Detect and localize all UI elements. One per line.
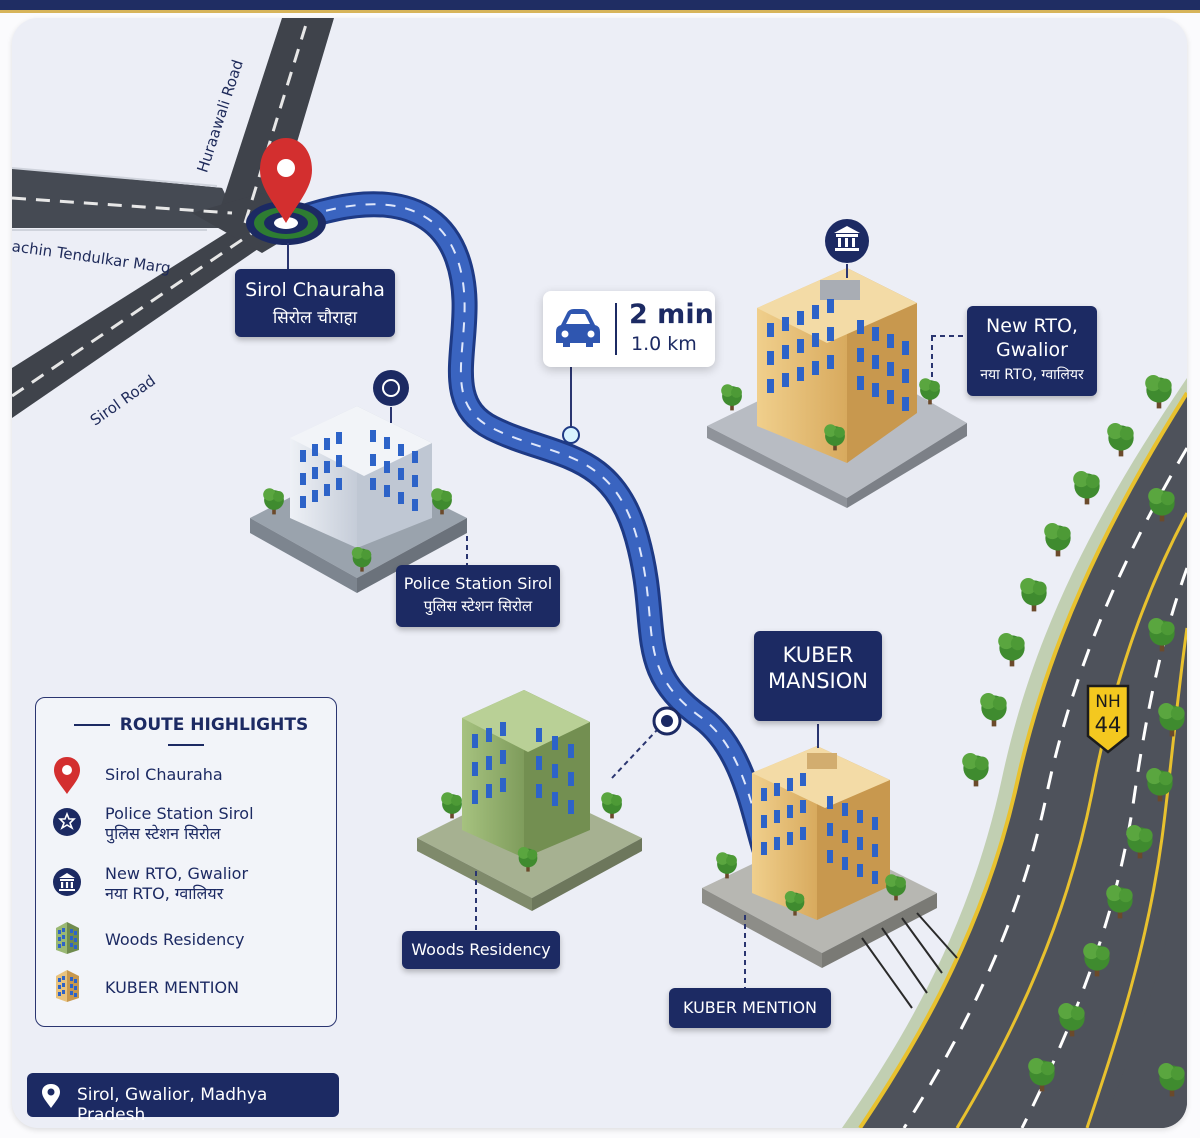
legend-item-sirol-chauraha[interactable]: Sirol Chauraha [52, 756, 332, 800]
tree-icon [1083, 943, 1110, 977]
police-badge-icon [53, 808, 81, 836]
new-rto-building[interactable] [707, 219, 967, 508]
car-icon [556, 309, 600, 347]
label-sirol-chauraha-en: Sirol Chauraha [245, 279, 385, 301]
label-police-station[interactable]: Police Station Sirol पुलिस स्टेशन सिरोल [396, 565, 560, 627]
tree-icon [441, 792, 462, 819]
tree-icon [980, 693, 1007, 727]
map-canvas [12, 18, 1187, 1128]
address-text: Sirol, Gwalior, Madhya Pradesh [77, 1085, 268, 1125]
address-bar[interactable]: Sirol, Gwalior, Madhya Pradesh [27, 1073, 339, 1125]
location-pin-icon [42, 1084, 60, 1108]
tree-icon [1073, 471, 1100, 505]
route-highlights-legend: ROUTE HIGHLIGHTS Sirol Chauraha Police S… [35, 697, 337, 1027]
legend-item-police-station[interactable]: Police Station Sirol पुलिस स्टेशन सिरोल [52, 802, 332, 846]
tree-icon [784, 890, 805, 916]
label-police-station-hi: पुलिस स्टेशन सिरोल [423, 597, 533, 615]
route-line [275, 191, 777, 861]
highway-shield-icon [1086, 684, 1130, 754]
city-streets [12, 18, 334, 418]
tree-icon [351, 546, 372, 572]
label-kuber-mansion[interactable]: KUBER MANSION [754, 631, 882, 721]
legend-item-police-station-label: Police Station Sirol पुलिस स्टेशन सिरोल [105, 804, 254, 844]
tree-icon [919, 378, 940, 405]
eta-time: 2 min [629, 299, 714, 330]
tree-icon [1107, 423, 1134, 457]
police-station-building[interactable] [250, 370, 468, 593]
tree-icon [601, 792, 622, 819]
tree-icon [431, 488, 452, 515]
legend-item-new-rto[interactable]: New RTO, Gwalior नया RTO, ग्वालियर [52, 862, 332, 906]
tree-icon [1148, 618, 1175, 652]
label-new-rto-line1: New RTO, [986, 315, 1078, 337]
legend-item-kuber-mention-label: KUBER MENTION [105, 978, 239, 997]
tree-icon [1044, 523, 1071, 557]
label-police-station-en: Police Station Sirol [403, 574, 553, 593]
tan-building-icon [56, 970, 79, 1002]
label-kuber-mansion-line1: KUBER [782, 643, 854, 667]
legend-item-new-rto-line2: नया RTO, ग्वालियर [105, 884, 224, 903]
label-new-rto[interactable]: New RTO, Gwalior नया RTO, ग्वालियर [967, 306, 1097, 396]
tree-icon [885, 874, 906, 901]
legend-item-woods-residency[interactable]: Woods Residency [52, 918, 332, 962]
highway-nh44 [842, 378, 1187, 1128]
legend-item-kuber-mention[interactable]: KUBER MENTION [52, 966, 332, 1010]
label-woods-residency-en: Woods Residency [411, 940, 551, 959]
map-pin-icon [54, 757, 80, 794]
eta-card[interactable]: 2 min 1.0 km [543, 291, 715, 367]
tree-icon [721, 384, 742, 411]
label-kuber-mention[interactable]: KUBER MENTION [669, 988, 831, 1028]
eta-separator [615, 303, 617, 355]
label-woods-residency[interactable]: Woods Residency [402, 931, 560, 969]
tree-icon [1126, 825, 1153, 859]
sirol-chauraha-pin-icon[interactable] [246, 138, 326, 270]
tree-icon [1146, 768, 1173, 802]
tree-icon [1106, 885, 1133, 919]
label-kuber-mention-en: KUBER MENTION [683, 998, 817, 1017]
legend-item-police-station-line1: Police Station Sirol [105, 804, 254, 823]
legend-item-woods-residency-label: Woods Residency [105, 930, 245, 949]
tree-icon [716, 852, 737, 879]
green-building-icon [56, 922, 79, 954]
tree-icon [1145, 375, 1172, 409]
legend-title: ROUTE HIGHLIGHTS [36, 715, 336, 755]
legend-item-sirol-chauraha-label: Sirol Chauraha [105, 765, 223, 784]
nh44-shield: NH 44 [1084, 684, 1132, 754]
tree-icon [998, 633, 1025, 667]
kuber-mansion-building[interactable] [702, 724, 958, 1009]
top-banner-edge [0, 0, 1200, 13]
legend-item-new-rto-line1: New RTO, Gwalior [105, 864, 249, 883]
tree-icon [1158, 703, 1185, 737]
tree-icon [517, 846, 538, 872]
label-sirol-chauraha[interactable]: Sirol Chauraha सिरोल चौराहा [235, 269, 395, 337]
nh44-shield-line1: NH [1095, 692, 1121, 712]
label-new-rto-line2: Gwalior [996, 339, 1068, 361]
map-area[interactable]: Huraawali Road achin Tendulkar Marg Siro… [12, 18, 1187, 1128]
label-kuber-mansion-line2: MANSION [768, 669, 868, 693]
tree-icon [1028, 1058, 1055, 1092]
tree-icon [1158, 1063, 1185, 1097]
tree-icon [962, 753, 989, 787]
label-new-rto-hi: नया RTO, ग्वालियर [980, 367, 1084, 383]
legend-item-police-station-line2: पुलिस स्टेशन सिरोल [105, 824, 221, 843]
tree-icon [263, 488, 284, 515]
tree-icon [1058, 1003, 1085, 1037]
woods-residency-building[interactable] [417, 690, 682, 933]
tree-icon [1020, 578, 1047, 612]
tree-icon [1148, 488, 1175, 522]
roadside-trees [962, 375, 1185, 1097]
tree-icon [824, 424, 845, 451]
legend-item-new-rto-label: New RTO, Gwalior नया RTO, ग्वालियर [105, 864, 248, 904]
building-trees [263, 378, 940, 916]
nh44-shield-line2: 44 [1094, 713, 1122, 737]
label-sirol-chauraha-hi: सिरोल चौराहा [272, 308, 358, 328]
eta-distance: 1.0 km [631, 333, 697, 355]
government-building-icon [53, 868, 81, 896]
